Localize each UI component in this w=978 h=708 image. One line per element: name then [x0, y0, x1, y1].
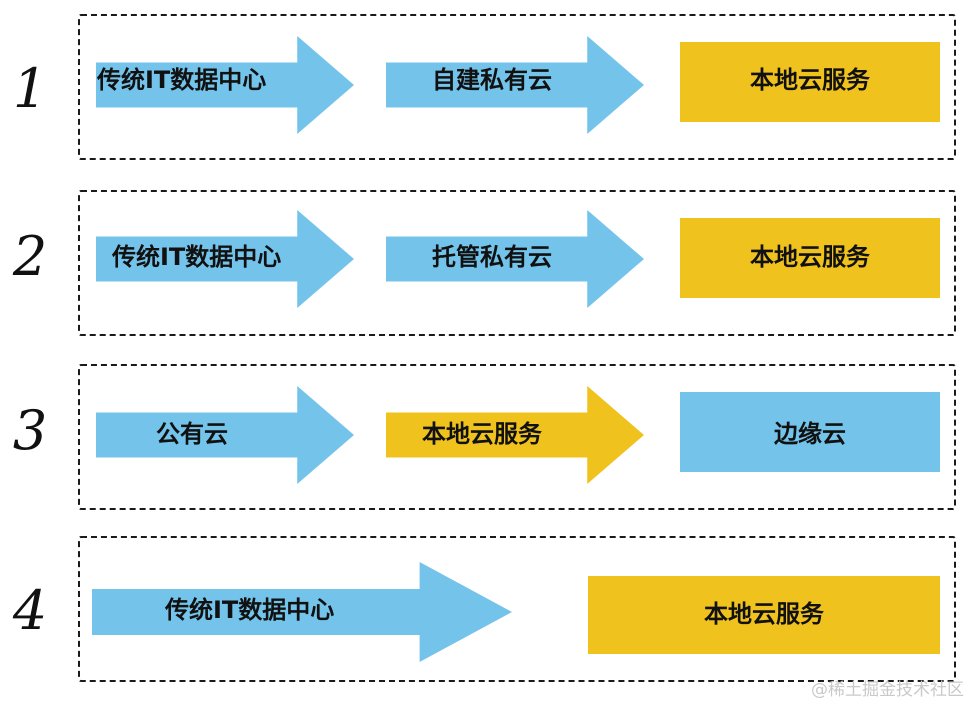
row-3-step-3-label: 边缘云 — [774, 420, 846, 448]
row-4-step-2-box — [588, 576, 940, 654]
row-1-number: 1 — [12, 57, 48, 120]
row-2-step-3-label: 本地云服务 — [750, 243, 870, 271]
row-3-step-3-box — [680, 392, 940, 472]
watermark: @稀土掘金技术社区 — [811, 680, 964, 700]
row-1-step-2-label: 自建私有云 — [432, 66, 552, 94]
row-2-step-2-label: 托管私有云 — [432, 243, 552, 271]
row-1-step-3-label: 本地云服务 — [750, 66, 870, 94]
row-2-step-3-box — [680, 218, 940, 298]
row-2-frame — [78, 190, 956, 336]
row-4-frame — [78, 536, 956, 682]
row-2-step-1-label: 传统IT数据中心 — [112, 243, 282, 271]
row-1-frame — [78, 14, 956, 160]
row-1-step-3-box — [680, 42, 940, 122]
row-3-step-2-label: 本地云服务 — [422, 420, 542, 448]
row-3-step-1-label: 公有云 — [156, 420, 228, 448]
row-1-step-1-label: 传统IT数据中心 — [97, 66, 267, 94]
row-4-number: 4 — [12, 579, 48, 642]
row-3-number: 3 — [12, 399, 48, 462]
row-3-frame — [78, 364, 956, 510]
row-2-number: 2 — [12, 225, 48, 288]
row-4-step-1-label: 传统IT数据中心 — [165, 596, 335, 624]
row-4-step-2-label: 本地云服务 — [704, 600, 824, 628]
